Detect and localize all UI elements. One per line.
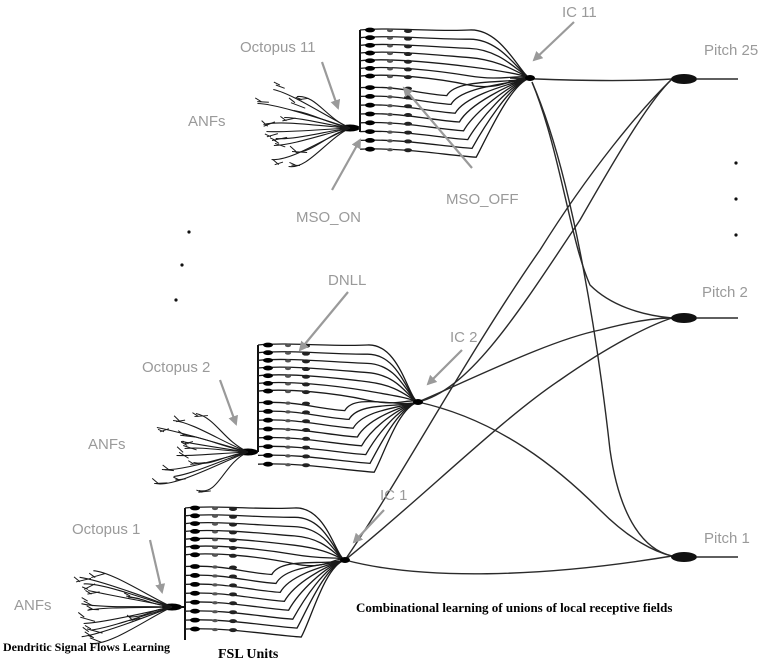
label-pitch-2: Pitch 2 xyxy=(702,284,748,301)
connection-lines xyxy=(344,77,673,575)
pitch-units xyxy=(671,74,738,562)
fsl-unit-group-1 xyxy=(184,505,350,640)
ellipsis-dots-right xyxy=(734,161,738,237)
fsl-unit-group-11 xyxy=(359,27,535,158)
label-anfs-2: ANFs xyxy=(88,436,126,453)
label-anfs-11: ANFs xyxy=(188,113,226,130)
label-pitch-1: Pitch 1 xyxy=(704,530,750,547)
label-ic-1: IC 1 xyxy=(380,487,408,504)
label-ic-2: IC 2 xyxy=(450,329,478,346)
anf-dendrites-2 xyxy=(151,412,259,493)
arrow-mso-on xyxy=(331,138,361,191)
caption-fsl-units: FSL Units xyxy=(218,647,279,662)
arrow-dnll xyxy=(298,291,349,352)
arrow-octopus-2 xyxy=(218,379,238,426)
arrow-octopus-11 xyxy=(320,61,341,110)
label-anfs-1: ANFs xyxy=(14,597,52,614)
anf-dendrites-1 xyxy=(73,570,185,644)
pitch-2-unit xyxy=(671,313,738,323)
arrow-ic-11 xyxy=(532,21,575,62)
caption-dendritic: Dendritic Signal Flows Learning xyxy=(3,640,170,654)
arrow-octopus-1 xyxy=(148,539,166,594)
label-mso-off: MSO_OFF xyxy=(446,191,519,208)
label-pitch-25: Pitch 25 xyxy=(704,42,758,59)
pitch-1-unit xyxy=(671,552,738,562)
fsl-unit-group-2 xyxy=(257,342,423,473)
anf-dendrites-11 xyxy=(254,81,360,168)
caption-combinational: Combinational learning of unions of loca… xyxy=(356,600,672,615)
label-ic-11: IC 11 xyxy=(562,4,597,21)
pointer-arrows xyxy=(148,21,575,594)
pitch-25-unit xyxy=(671,74,738,84)
label-octopus-11: Octopus 11 xyxy=(240,39,316,56)
label-dnll: DNLL xyxy=(328,272,366,289)
arrow-mso-off xyxy=(402,86,473,169)
ellipsis-dots-left xyxy=(174,230,191,302)
arrow-ic-2 xyxy=(426,349,463,386)
label-octopus-1: Octopus 1 xyxy=(72,521,140,538)
label-octopus-2: Octopus 2 xyxy=(142,359,210,376)
label-mso-on: MSO_ON xyxy=(296,209,361,226)
arrow-ic-1 xyxy=(352,509,385,544)
